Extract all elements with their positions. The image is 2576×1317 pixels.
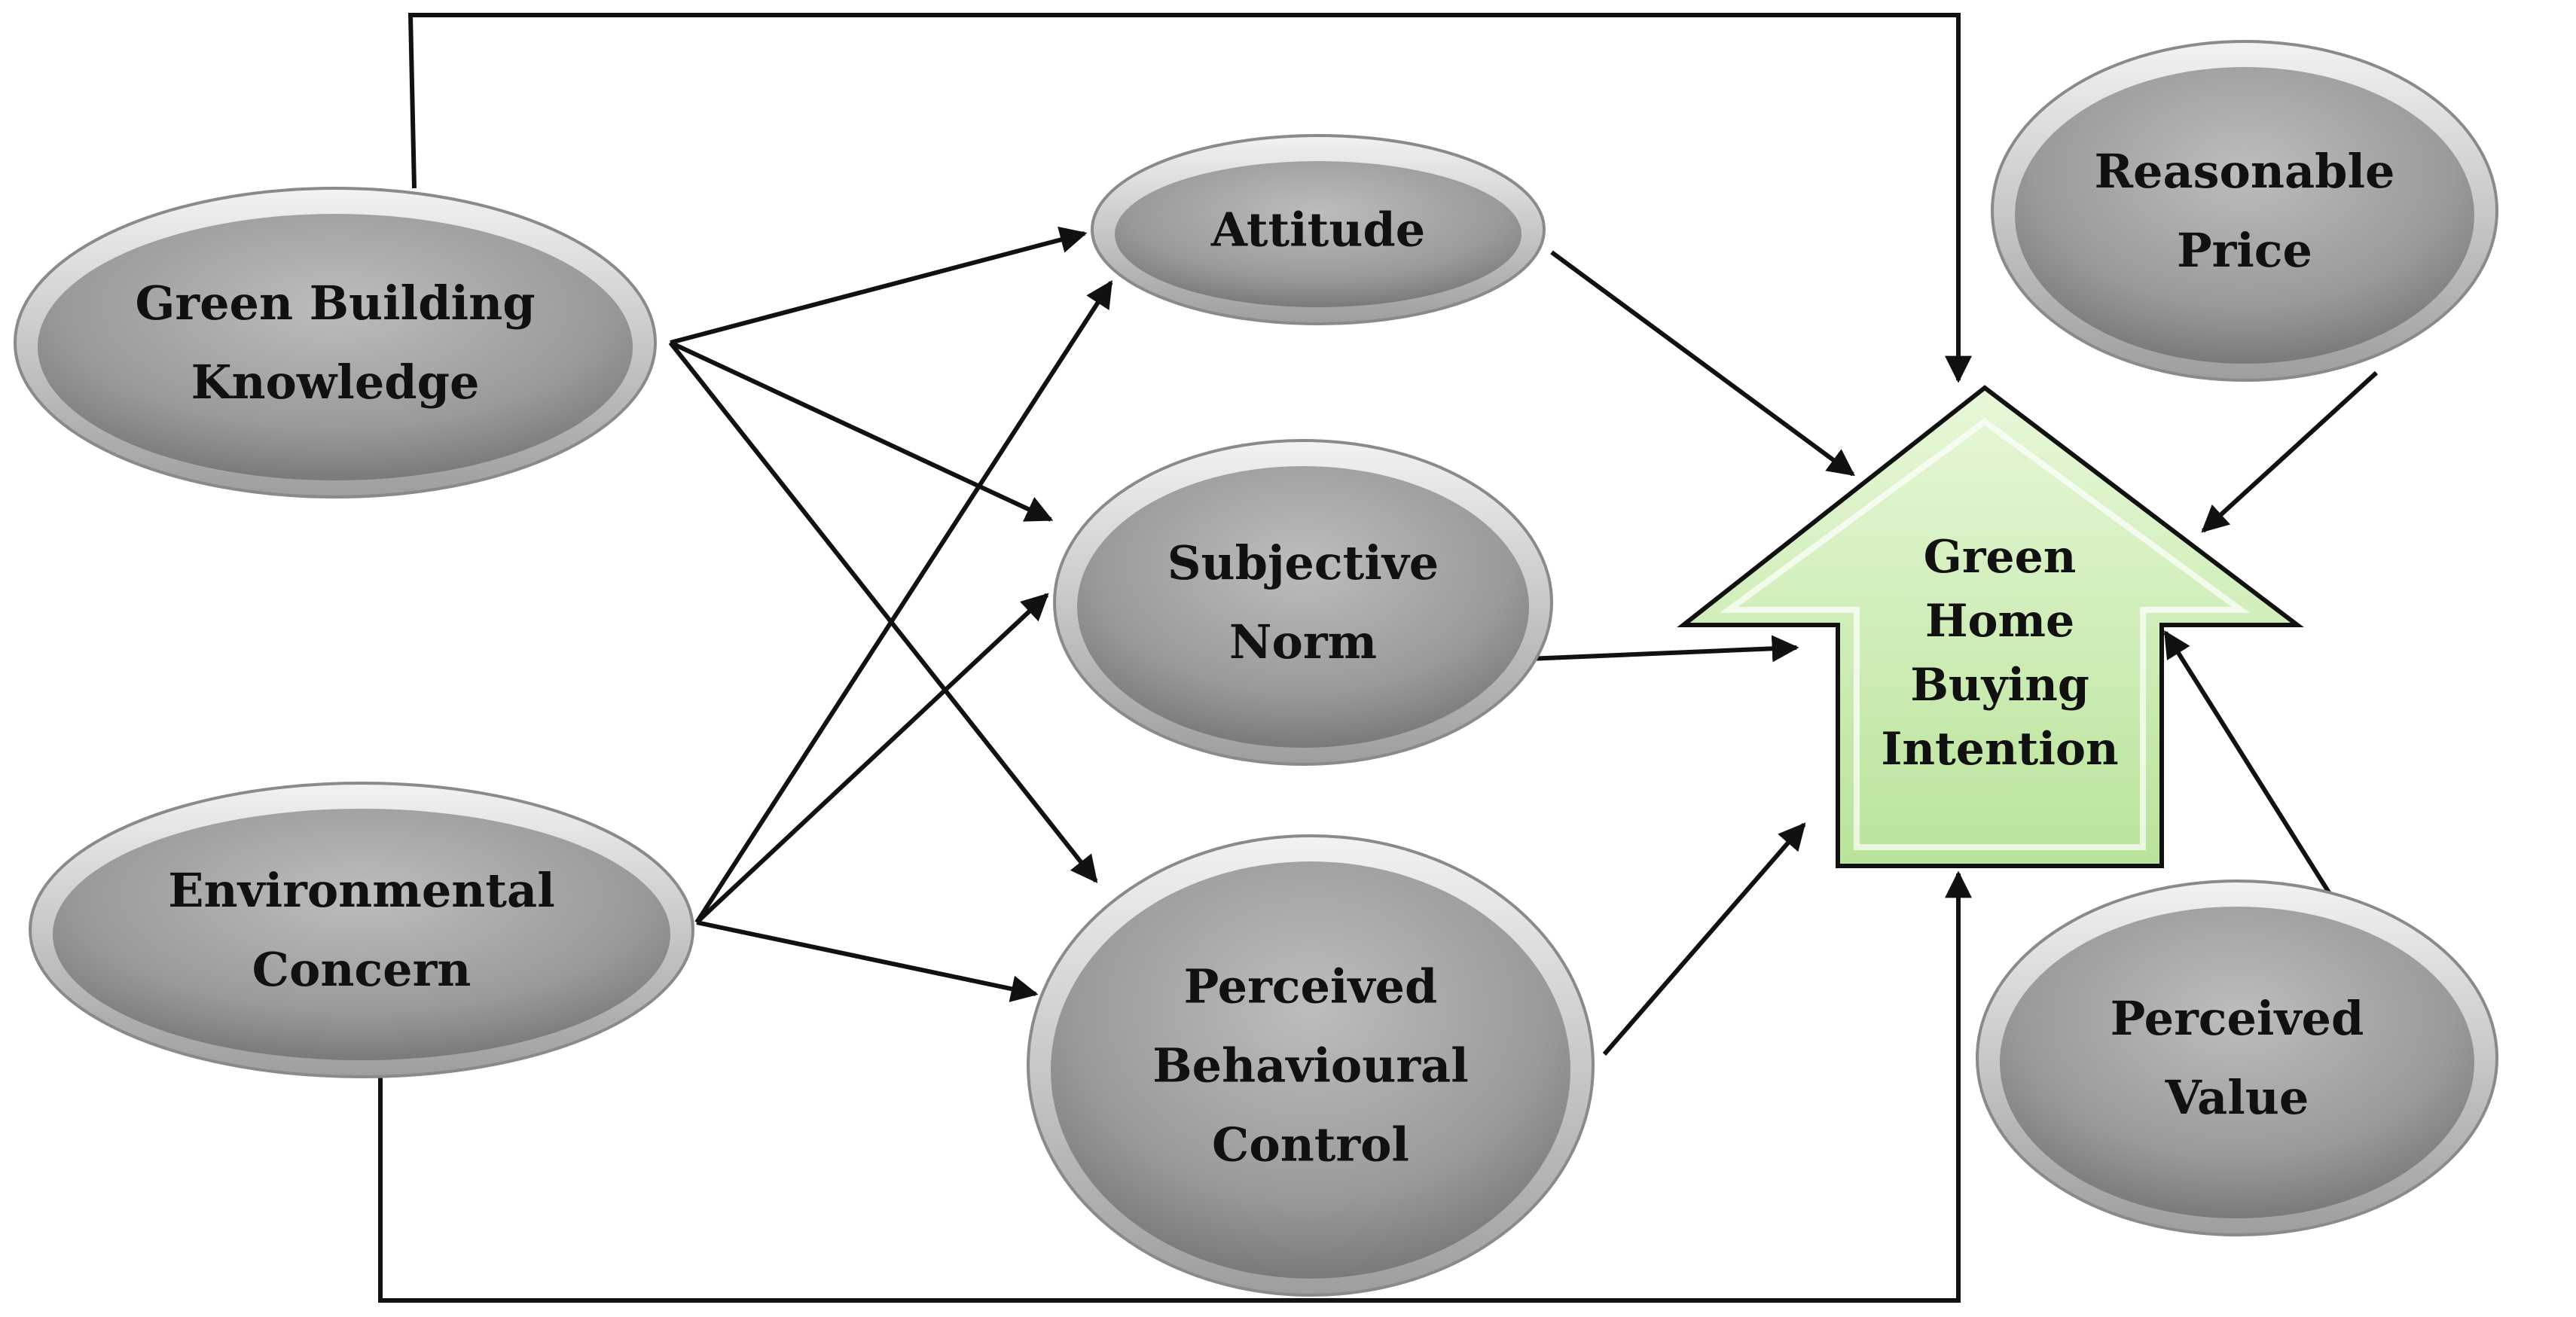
node-att [1091, 134, 1546, 325]
node-pv [1976, 880, 2498, 1236]
arrow-pbc-to-ghbi [1602, 822, 1806, 1056]
label-ghbi-line: Buying [1910, 659, 2089, 712]
label-pv-line: Perceived [2111, 991, 2364, 1046]
node-pbc [1027, 834, 1595, 1297]
label-ghbi-line: Green [1924, 531, 2077, 584]
connector-layer [378, 13, 2379, 1303]
label-gbk-line: Green Building [135, 276, 535, 331]
arrow-ec-to-ghbi [378, 870, 1972, 1303]
arrow-gbk-to-ghbi [407, 13, 1972, 383]
arrow-pv-to-ghbi [2163, 630, 2333, 898]
arrow-ec-to-pbc [696, 920, 1039, 1002]
label-ec-line: Environmental [168, 863, 555, 918]
node-gbk [14, 187, 657, 498]
node-layer [14, 40, 2498, 1297]
arrow-rp-to-ghbi [2201, 370, 2379, 533]
label-rp-line: Price [2177, 223, 2312, 278]
label-att-line: Attitude [1210, 203, 1425, 258]
label-gbk-line: Knowledge [191, 355, 480, 410]
label-pv-line: Value [2165, 1070, 2309, 1125]
green-home-buying-intention-arrow [1677, 385, 2304, 868]
arrow-gbk-to-att [670, 226, 1088, 345]
node-ec [29, 782, 694, 1078]
label-ghbi-line: Intention [1881, 723, 2118, 776]
label-att: Attitude [1210, 203, 1425, 258]
node-sn [1053, 439, 1553, 766]
node-rp [1991, 40, 2498, 382]
label-pbc-line: Behavioural [1152, 1038, 1469, 1093]
arrow-sn-to-ghbi [1528, 635, 1799, 663]
label-pbc-line: Control [1212, 1117, 1409, 1172]
label-ec-line: Concern [252, 942, 472, 997]
arrow-ec-to-att [694, 279, 1113, 924]
arrow-gbk-to-sn [669, 340, 1054, 522]
label-rp-line: Reasonable [2094, 144, 2394, 199]
arrow-gbk-to-pbc [668, 341, 1098, 883]
label-pbc-line: Perceived [1184, 959, 1438, 1014]
label-sn-line: Subjective [1167, 535, 1439, 590]
label-sn-line: Norm [1229, 614, 1377, 669]
arrow-att-to-ghbi [1550, 250, 1855, 477]
arrow-ec-to-sn [694, 593, 1049, 925]
label-ghbi-line: Home [1925, 595, 2074, 648]
